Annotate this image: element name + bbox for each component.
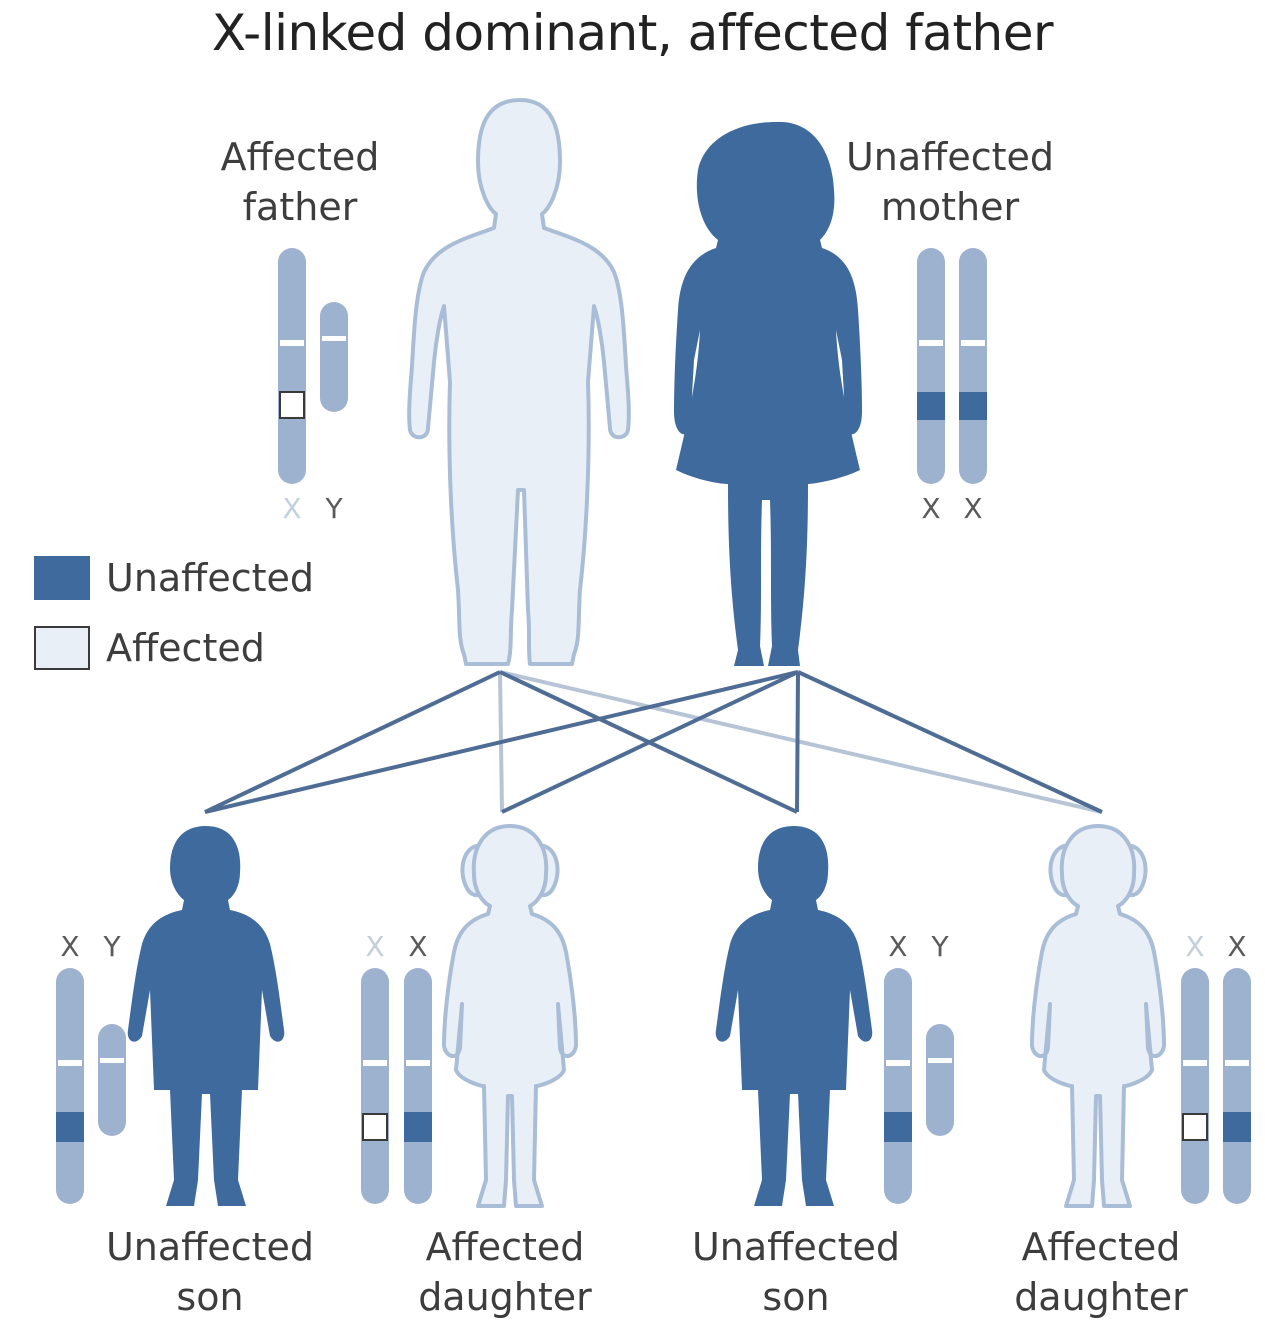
son2-chrom-y-label: Y bbox=[930, 930, 949, 963]
daughter2-chrom-x1-label: X bbox=[1185, 930, 1204, 963]
inheritance-lines bbox=[205, 672, 1102, 812]
mother-label: Unaffected mother bbox=[830, 132, 1070, 232]
son2-x-allele bbox=[884, 1112, 912, 1142]
father-x-chromosome bbox=[278, 248, 306, 484]
son2-figure-icon bbox=[716, 826, 873, 1206]
mother-x2-chromosome bbox=[959, 248, 987, 484]
father-y-chromosome bbox=[320, 302, 348, 412]
son1-x-allele bbox=[56, 1112, 84, 1142]
legend-unaffected-swatch bbox=[34, 556, 90, 600]
legend-affected: Affected bbox=[34, 626, 265, 670]
daughter1-figure-icon bbox=[444, 826, 576, 1206]
legend-unaffected-label: Unaffected bbox=[106, 556, 314, 600]
son2-chrom-x-label: X bbox=[888, 930, 907, 963]
father-chrom-x-label: X bbox=[282, 492, 301, 525]
father-figure-icon bbox=[409, 100, 629, 664]
daughter1-chrom-x1-label: X bbox=[365, 930, 384, 963]
daughter1-chrom-x2-label: X bbox=[408, 930, 427, 963]
daughter1-affected-allele bbox=[363, 1114, 387, 1140]
legend-unaffected: Unaffected bbox=[34, 556, 314, 600]
son1-chromosomes bbox=[56, 968, 126, 1204]
son2-chromosomes bbox=[884, 968, 954, 1204]
daughter2-chrom-x2-label: X bbox=[1227, 930, 1246, 963]
child1-label: Unaffected son bbox=[90, 1222, 330, 1322]
daughter2-chromosomes bbox=[1181, 968, 1251, 1204]
daughter2-affected-allele bbox=[1183, 1114, 1207, 1140]
mother-x1-chromosome bbox=[917, 248, 945, 484]
mother-x1-allele bbox=[917, 392, 945, 420]
daughter1-chromosomes bbox=[361, 968, 432, 1204]
child2-label: Affected daughter bbox=[400, 1222, 610, 1322]
daughter2-x2-allele bbox=[1223, 1112, 1251, 1142]
son1-figure-icon bbox=[128, 826, 285, 1206]
mother-to-daughter2-line bbox=[798, 672, 1102, 812]
father-chromosomes bbox=[278, 248, 348, 484]
father-chrom-y-label: Y bbox=[324, 492, 343, 525]
father-x-affected-allele bbox=[280, 392, 304, 418]
father-to-daughter2-line bbox=[500, 672, 1102, 812]
mother-chromosomes bbox=[917, 248, 987, 484]
daughter2-figure-icon bbox=[1032, 826, 1164, 1206]
child4-label: Affected daughter bbox=[996, 1222, 1206, 1322]
mother-x2-allele bbox=[959, 392, 987, 420]
father-label: Affected father bbox=[200, 132, 400, 232]
legend-affected-label: Affected bbox=[106, 626, 265, 670]
mother-to-son2-line bbox=[797, 672, 798, 812]
son1-chrom-x-label: X bbox=[60, 930, 79, 963]
mother-chrom-x2-label: X bbox=[963, 492, 982, 525]
child3-label: Unaffected son bbox=[676, 1222, 916, 1322]
father-to-son1-line bbox=[205, 672, 500, 812]
daughter1-x2-allele bbox=[404, 1112, 432, 1142]
mother-chrom-x1-label: X bbox=[921, 492, 940, 525]
son1-chrom-y-label: Y bbox=[102, 930, 121, 963]
legend-affected-swatch bbox=[34, 626, 90, 670]
